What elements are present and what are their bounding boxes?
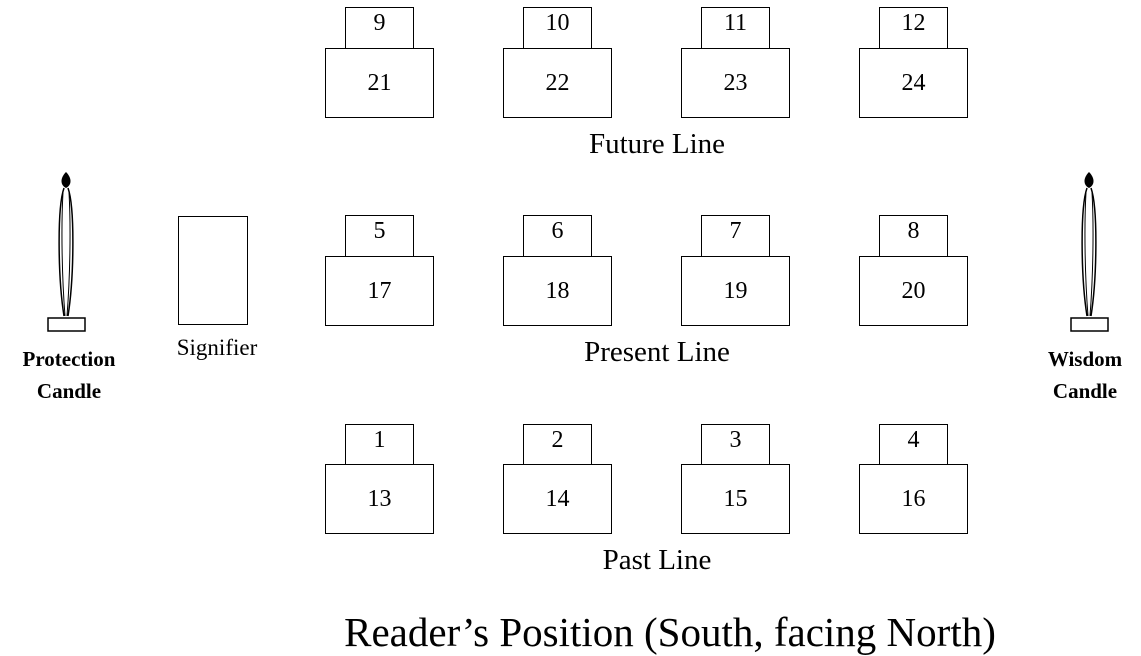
card-number: 3: [729, 427, 742, 453]
protection-candle-icon: [47, 172, 86, 332]
card-16: 16: [859, 464, 968, 534]
card-6: 6: [523, 215, 592, 257]
past-line-label: Past Line: [602, 544, 712, 576]
card-10: 10: [523, 7, 592, 49]
wisdom-candle-label: Wisdom Candle: [1030, 343, 1140, 407]
card-21: 21: [325, 48, 434, 118]
card-19: 19: [681, 256, 790, 326]
card-number: 21: [367, 69, 392, 96]
card-number: 17: [367, 277, 392, 304]
card-number: 12: [901, 10, 926, 36]
protection-candle-label-line1: Protection: [22, 347, 116, 371]
card-number: 8: [907, 218, 920, 244]
card-12: 12: [879, 7, 948, 49]
card-22: 22: [503, 48, 612, 118]
card-number: 22: [545, 69, 570, 96]
card-2: 2: [523, 424, 592, 466]
card-number: 9: [373, 10, 386, 36]
reader-position-label: Reader’s Position (South, facing North): [344, 609, 996, 655]
card-23: 23: [681, 48, 790, 118]
card-13: 13: [325, 464, 434, 534]
card-number: 13: [367, 485, 392, 512]
card-7: 7: [701, 215, 770, 257]
protection-candle-label: Protection Candle: [2, 343, 136, 407]
signifier-card: [178, 216, 248, 325]
card-number: 14: [545, 485, 570, 512]
card-3: 3: [701, 424, 770, 466]
card-number: 18: [545, 277, 570, 304]
card-11: 11: [701, 7, 770, 49]
signifier-label: Signifier: [176, 335, 258, 360]
card-number: 11: [723, 10, 748, 36]
card-number: 2: [551, 427, 564, 453]
future-line-label: Future Line: [588, 128, 726, 160]
protection-candle-label-line2: Candle: [36, 379, 102, 403]
card-number: 10: [545, 10, 570, 36]
card-number: 1: [373, 427, 386, 453]
card-4: 4: [879, 424, 948, 466]
card-20: 20: [859, 256, 968, 326]
card-number: 5: [373, 218, 386, 244]
card-18: 18: [503, 256, 612, 326]
card-14: 14: [503, 464, 612, 534]
card-number: 24: [901, 69, 926, 96]
card-number: 16: [901, 485, 926, 512]
card-24: 24: [859, 48, 968, 118]
card-9: 9: [345, 7, 414, 49]
card-number: 4: [907, 427, 920, 453]
present-line-label: Present Line: [584, 336, 730, 368]
wisdom-candle-icon: [1070, 172, 1109, 332]
card-number: 6: [551, 218, 564, 244]
card-8: 8: [879, 215, 948, 257]
card-17: 17: [325, 256, 434, 326]
card-1: 1: [345, 424, 414, 466]
card-number: 19: [723, 277, 748, 304]
wisdom-candle-label-line1: Wisdom: [1047, 347, 1123, 371]
card-15: 15: [681, 464, 790, 534]
card-number: 20: [901, 277, 926, 304]
wisdom-candle-label-line2: Candle: [1052, 379, 1118, 403]
card-number: 7: [729, 218, 742, 244]
card-number: 23: [723, 69, 748, 96]
card-number: 15: [723, 485, 748, 512]
card-5: 5: [345, 215, 414, 257]
